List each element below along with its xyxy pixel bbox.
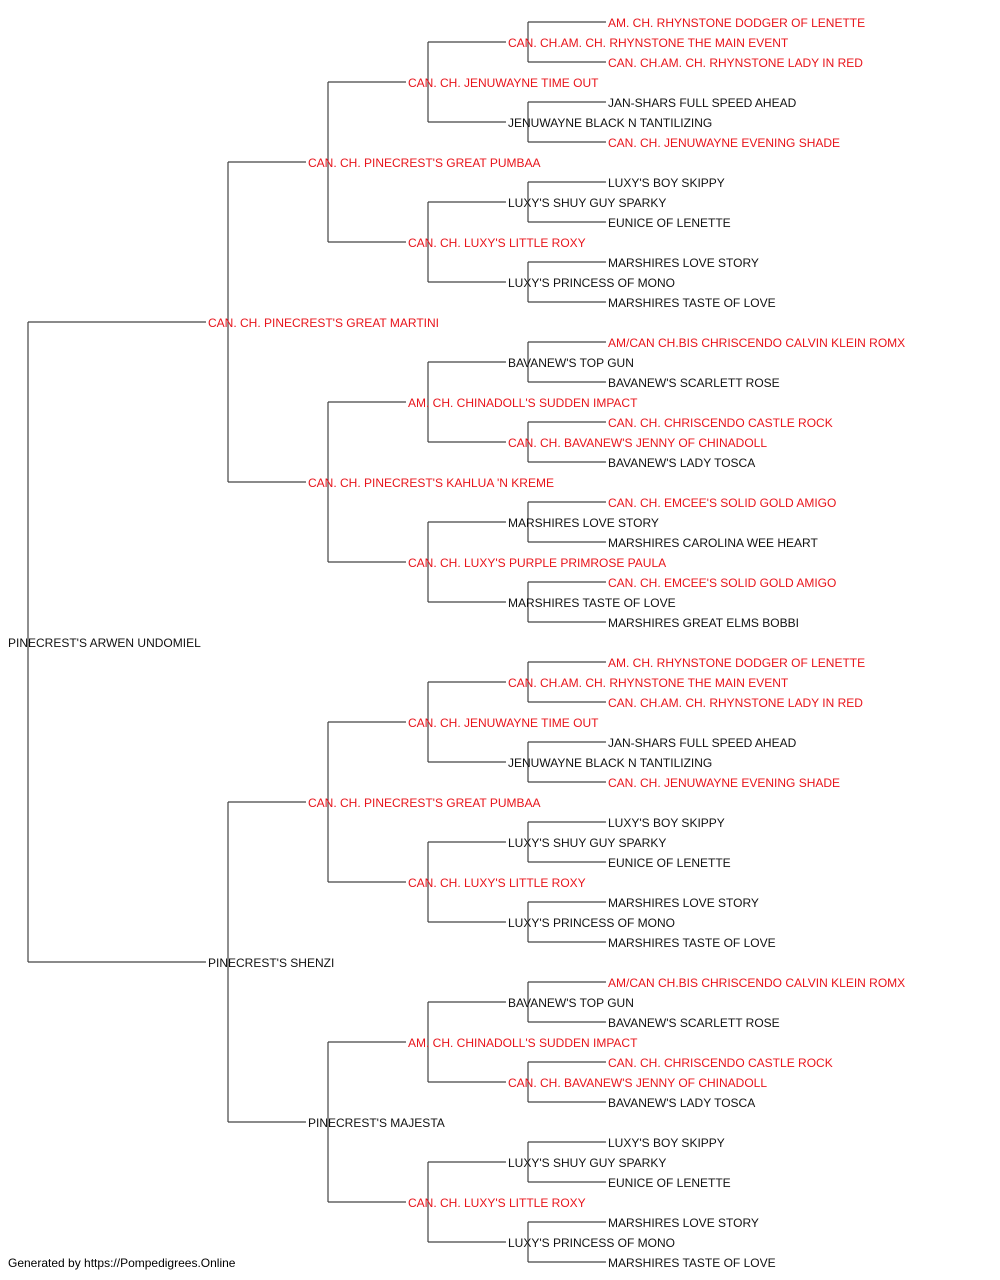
dog-name-subject-dam-sire-dam: CAN. CH. LUXY'S LITTLE ROXY [408,876,586,890]
dog-name-subject-dam-sire-sire-sire-dam: CAN. CH.AM. CH. RHYNSTONE LADY IN RED [608,696,863,710]
dog-name-subject-sire-dam-sire-dam: CAN. CH. BAVANEW'S JENNY OF CHINADOLL [508,436,767,450]
dog-name-subject-sire-dam-dam-sire-sire: CAN. CH. EMCEE'S SOLID GOLD AMIGO [608,496,836,510]
dog-name-subject-sire-dam-dam: CAN. CH. LUXY'S PURPLE PRIMROSE PAULA [408,556,666,570]
dog-name-subject-dam-sire-dam-dam-sire: MARSHIRES LOVE STORY [608,896,759,910]
dog-name-subject-sire-dam-dam-sire: MARSHIRES LOVE STORY [508,516,659,530]
dog-name-subject-dam-sire-dam-dam: LUXY'S PRINCESS OF MONO [508,916,675,930]
dog-name-subject-dam-dam-dam-dam-dam: MARSHIRES TASTE OF LOVE [608,1256,776,1270]
dog-name-subject-sire-sire-sire-dam-sire: JAN-SHARS FULL SPEED AHEAD [608,96,797,110]
dog-name-subject-sire-dam-sire-sire-sire: AM/CAN CH.BIS CHRISCENDO CALVIN KLEIN RO… [608,336,905,350]
dog-name-subject-sire-sire-sire-sire-dam: CAN. CH.AM. CH. RHYNSTONE LADY IN RED [608,56,863,70]
dog-name-subject-dam-dam-dam-sire-sire: LUXY'S BOY SKIPPY [608,1136,725,1150]
dog-name-subject-dam-dam-dam-dam: LUXY'S PRINCESS OF MONO [508,1236,675,1250]
dog-name-subject-dam-dam: PINECREST'S MAJESTA [308,1116,445,1130]
dog-name-subject-sire-dam-dam-dam: MARSHIRES TASTE OF LOVE [508,596,676,610]
dog-name-subject-sire-sire-sire-sire: CAN. CH.AM. CH. RHYNSTONE THE MAIN EVENT [508,36,789,50]
dog-name-subject-dam-sire-sire-dam-sire: JAN-SHARS FULL SPEED AHEAD [608,736,797,750]
dog-name-subject-dam-sire-sire-dam-dam: CAN. CH. JENUWAYNE EVENING SHADE [608,776,840,790]
dog-name-subject-sire-sire-dam: CAN. CH. LUXY'S LITTLE ROXY [408,236,586,250]
dog-name-subject-sire-sire-dam-dam-sire: MARSHIRES LOVE STORY [608,256,759,270]
dog-name-subject-dam-dam-dam-dam-sire: MARSHIRES LOVE STORY [608,1216,759,1230]
dog-name-subject-dam-sire-sire: CAN. CH. JENUWAYNE TIME OUT [408,716,599,730]
dog-name-subject-dam: PINECREST'S SHENZI [208,956,334,970]
dog-name-subject: PINECREST'S ARWEN UNDOMIEL [8,636,201,650]
dog-name-subject-dam-sire-dam-dam-dam: MARSHIRES TASTE OF LOVE [608,936,776,950]
dog-name-subject-dam-dam-sire-sire-dam: BAVANEW'S SCARLETT ROSE [608,1016,780,1030]
dog-name-subject-sire-dam-dam-sire-dam: MARSHIRES CAROLINA WEE HEART [608,536,818,550]
dog-name-subject-dam-sire-sire-sire-sire: AM. CH. RHYNSTONE DODGER OF LENETTE [608,656,865,670]
dog-name-subject-sire-sire: CAN. CH. PINECREST'S GREAT PUMBAA [308,156,541,170]
dog-name-subject-dam-dam-dam-sire: LUXY'S SHUY GUY SPARKY [508,1156,666,1170]
dog-name-subject-sire-sire-sire-sire-sire: AM. CH. RHYNSTONE DODGER OF LENETTE [608,16,865,30]
dog-name-subject-dam-sire-dam-sire: LUXY'S SHUY GUY SPARKY [508,836,666,850]
dog-name-subject-dam-sire-dam-sire-dam: EUNICE OF LENETTE [608,856,731,870]
dog-name-subject-sire: CAN. CH. PINECREST'S GREAT MARTINI [208,316,439,330]
dog-name-subject-dam-dam-sire-dam-dam: BAVANEW'S LADY TOSCA [608,1096,755,1110]
dog-name-subject-dam-dam-sire: AM. CH. CHINADOLL'S SUDDEN IMPACT [408,1036,638,1050]
connector-lines [27,21,606,1263]
dog-name-subject-sire-dam-dam-dam-sire: CAN. CH. EMCEE'S SOLID GOLD AMIGO [608,576,836,590]
dog-name-subject-dam-sire-sire-sire: CAN. CH.AM. CH. RHYNSTONE THE MAIN EVENT [508,676,789,690]
dog-name-subject-sire-dam-sire-sire-dam: BAVANEW'S SCARLETT ROSE [608,376,780,390]
dog-name-subject-sire-dam-sire-dam-sire: CAN. CH. CHRISCENDO CASTLE ROCK [608,416,833,430]
dog-name-subject-sire-sire-sire-dam: JENUWAYNE BLACK N TANTILIZING [508,116,712,130]
dog-name-subject-sire-dam-sire-sire: BAVANEW'S TOP GUN [508,356,634,370]
dog-name-subject-sire-sire-dam-dam: LUXY'S PRINCESS OF MONO [508,276,675,290]
dog-labels: AM. CH. RHYNSTONE DODGER OF LENETTE CAN. … [8,16,905,1270]
dog-name-subject-sire-sire-sire-dam-dam: CAN. CH. JENUWAYNE EVENING SHADE [608,136,840,150]
footer-credit: Generated by https://Pompedigrees.Online [8,1256,236,1270]
dog-name-subject-dam-dam-dam: CAN. CH. LUXY'S LITTLE ROXY [408,1196,586,1210]
dog-name-subject-dam-dam-sire-dam: CAN. CH. BAVANEW'S JENNY OF CHINADOLL [508,1076,767,1090]
dog-name-subject-sire-sire-dam-sire-sire: LUXY'S BOY SKIPPY [608,176,725,190]
dog-name-subject-sire-dam-dam-dam-dam: MARSHIRES GREAT ELMS BOBBI [608,616,799,630]
dog-name-subject-sire-sire-dam-sire-dam: EUNICE OF LENETTE [608,216,731,230]
dog-name-subject-dam-dam-sire-sire-sire: AM/CAN CH.BIS CHRISCENDO CALVIN KLEIN RO… [608,976,905,990]
dog-name-subject-sire-sire-sire: CAN. CH. JENUWAYNE TIME OUT [408,76,599,90]
dog-name-subject-sire-sire-dam-dam-dam: MARSHIRES TASTE OF LOVE [608,296,776,310]
dog-name-subject-dam-dam-sire-sire: BAVANEW'S TOP GUN [508,996,634,1010]
dog-name-subject-sire-dam-sire-dam-dam: BAVANEW'S LADY TOSCA [608,456,755,470]
dog-name-subject-sire-sire-dam-sire: LUXY'S SHUY GUY SPARKY [508,196,666,210]
dog-name-subject-dam-sire-sire-dam: JENUWAYNE BLACK N TANTILIZING [508,756,712,770]
dog-name-subject-dam-sire-dam-sire-sire: LUXY'S BOY SKIPPY [608,816,725,830]
dog-name-subject-dam-dam-dam-sire-dam: EUNICE OF LENETTE [608,1176,731,1190]
dog-name-subject-sire-dam-sire: AM. CH. CHINADOLL'S SUDDEN IMPACT [408,396,638,410]
dog-name-subject-dam-dam-sire-dam-sire: CAN. CH. CHRISCENDO CASTLE ROCK [608,1056,833,1070]
dog-name-subject-dam-sire: CAN. CH. PINECREST'S GREAT PUMBAA [308,796,541,810]
dog-name-subject-sire-dam: CAN. CH. PINECREST'S KAHLUA 'N KREME [308,476,554,490]
